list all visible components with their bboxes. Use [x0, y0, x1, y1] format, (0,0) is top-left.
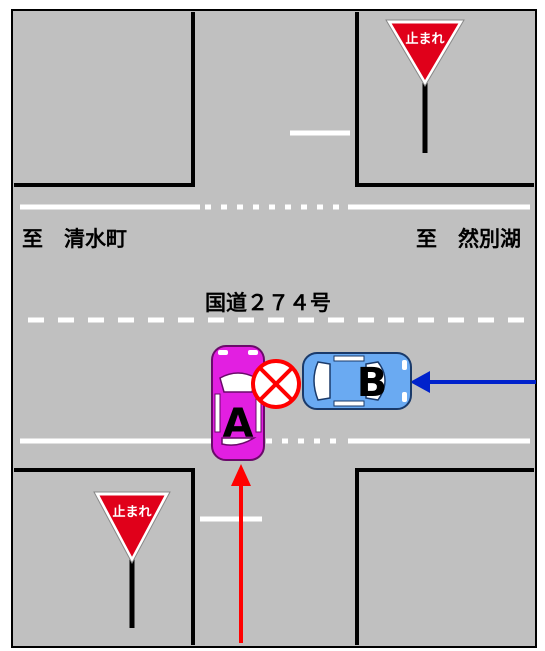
crossed-circle-icon	[251, 359, 301, 409]
vehicle-a-label: A	[223, 401, 254, 447]
inverted-triangle-stop-sign-icon	[386, 20, 464, 86]
vehicle-b-side-window-bottom	[333, 400, 365, 407]
inverted-triangle-stop-sign-icon	[94, 492, 170, 564]
vehicle-a-headlight	[248, 350, 258, 355]
stop-sign-south: 止まれ	[93, 491, 171, 628]
vehicle-a-side-window-left	[214, 393, 221, 433]
arrow-left-icon	[410, 371, 430, 393]
label-to-shimizu: 至 清水町	[22, 227, 127, 251]
vehicle-a-headlight	[218, 350, 228, 355]
stop-sign-north: 止まれ	[385, 19, 465, 153]
vehicle-a-windshield	[219, 372, 257, 393]
vehicle-a-arrow	[231, 464, 251, 643]
label-route-274: 国道２７４号	[205, 291, 331, 315]
corner-top-right	[355, 12, 534, 187]
corner-bottom-left	[14, 468, 195, 645]
corner-top-left	[14, 12, 195, 187]
corner-bottom-right	[355, 468, 534, 645]
vehicle-b-headlight	[402, 392, 407, 402]
vehicle-b-front-window	[365, 361, 386, 401]
vehicle-b-arrow	[410, 371, 536, 393]
corner-blocks	[14, 12, 534, 645]
vehicle-a: A	[211, 345, 265, 461]
stop-sign-text: 止まれ	[405, 31, 444, 47]
vehicle-b-side-window-top	[333, 355, 365, 362]
vehicle-b-label: B	[357, 360, 388, 406]
arrow-up-icon	[231, 464, 251, 486]
vehicle-a-rear-window	[221, 437, 257, 446]
vehicle-b-rear-window	[313, 361, 331, 401]
vehicle-b: B	[302, 352, 412, 410]
road-surface	[11, 9, 537, 648]
stop-sign-text: 止まれ	[112, 504, 151, 520]
lane-markings	[20, 130, 534, 522]
vehicle-b-headlight	[402, 360, 407, 370]
label-to-shikaribetsu: 至 然別湖	[416, 227, 521, 251]
